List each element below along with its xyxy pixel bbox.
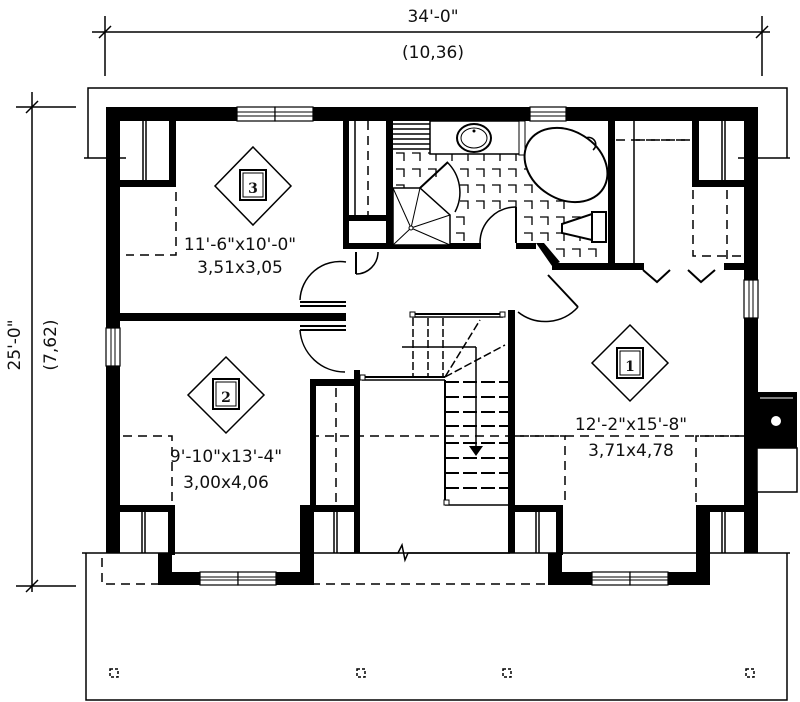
room-tag-number: 2: [221, 390, 231, 406]
room-size-metric: 3,71x4,78: [588, 441, 674, 461]
room-tag-number: 1: [625, 359, 635, 375]
staircase: [359, 311, 508, 506]
room-size-imperial: 12'-2"x15'-8": [575, 415, 687, 435]
bathtub-icon: [518, 120, 609, 204]
shelves: [393, 123, 430, 150]
roof-outline: [82, 87, 790, 701]
room-size-metric: 3,00x4,06: [183, 473, 269, 493]
doors: [299, 161, 579, 373]
column-marker: [109, 668, 755, 678]
chimney: [756, 392, 798, 493]
bathroom: [392, 120, 609, 257]
room-3: 3 11'-6"x10'-0" 3,51x3,05: [184, 145, 296, 278]
room-size-metric: 3,51x3,05: [197, 258, 283, 278]
depth-dimension: 25'-0" (7,62): [5, 92, 76, 593]
windows: [105, 106, 759, 586]
flue-icon: [771, 416, 781, 426]
depth-imperial-label: 25'-0": [5, 319, 25, 370]
width-imperial-label: 34'-0": [407, 7, 458, 27]
exterior-walls: [106, 107, 758, 585]
width-metric-label: (10,36): [402, 43, 464, 63]
room-1: 1 12'-2"x15'-8" 3,71x4,78: [575, 323, 687, 461]
room-tag-number: 3: [248, 181, 258, 197]
room-size-imperial: 11'-6"x10'-0": [184, 235, 296, 255]
interior-walls: [120, 121, 744, 555]
room-2: 2 9'-10"x13'-4" 3,00x4,06: [170, 355, 282, 493]
corner-shower-icon: [392, 161, 451, 246]
toilet-icon: [561, 211, 607, 243]
depth-metric-label: (7,62): [41, 319, 61, 370]
stair-arrow-down-icon: [469, 446, 483, 456]
width-dimension: 34'-0" (10,36): [92, 7, 770, 76]
room-size-imperial: 9'-10"x13'-4": [170, 447, 282, 467]
